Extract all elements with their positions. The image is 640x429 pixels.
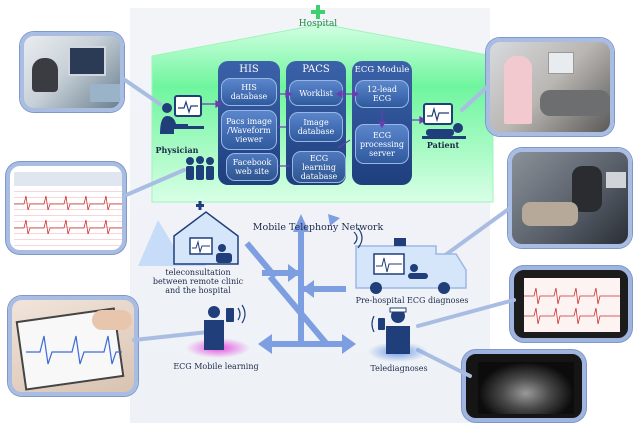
patient-label: Patient [426,140,460,150]
physician-icon [160,95,204,134]
pacs-title: PACS [302,64,330,75]
tablet-ecg-viewer-photo [510,266,632,342]
ecg-learning-database-box: ECG learning database [292,151,346,183]
physician-photo [20,32,124,112]
ambulance-icon [353,227,467,294]
ecg-web-screenshot [6,162,126,254]
group-people-icon [186,156,214,180]
mobile-learning-icon [186,304,250,358]
remote-clinic-icon [138,201,239,266]
mobile-learning-label: ECG Mobile learning [173,362,259,371]
teleconsultation-label: teleconsultation between remote clinic a… [152,268,244,295]
hospital-connectors [198,89,427,167]
patient-icon [422,103,466,139]
ecg-processing-server-box: ECG processing server [355,124,409,164]
twelve-lead-ecg-box: 12-lead ECG [355,80,409,108]
telediagnoses-icon [368,307,428,362]
tablet-ultrasound-photo [462,350,586,422]
tablet-ecg-photo [8,296,138,396]
his-database-box: HIS database [221,78,277,106]
physician-label: Physician [155,145,199,155]
prehospital-label: Pre-hospital ECG diagnoses [355,296,469,305]
his-title: HIS [239,64,259,75]
ecg-module-title: ECG Module [354,65,410,75]
worklist-box: Worklist [289,80,343,106]
hospital-label: Hospital [298,19,338,29]
image-database-box: Image database [289,112,343,142]
pacs-viewer-box: Pacs image /Waveform viewer [221,110,277,150]
telediagnoses-label: Telediagnoses [370,364,428,373]
facebook-box: Facebook web site [226,153,278,181]
network-label: Mobile Telephony Network [252,222,384,233]
ambulance-photo [508,148,632,248]
